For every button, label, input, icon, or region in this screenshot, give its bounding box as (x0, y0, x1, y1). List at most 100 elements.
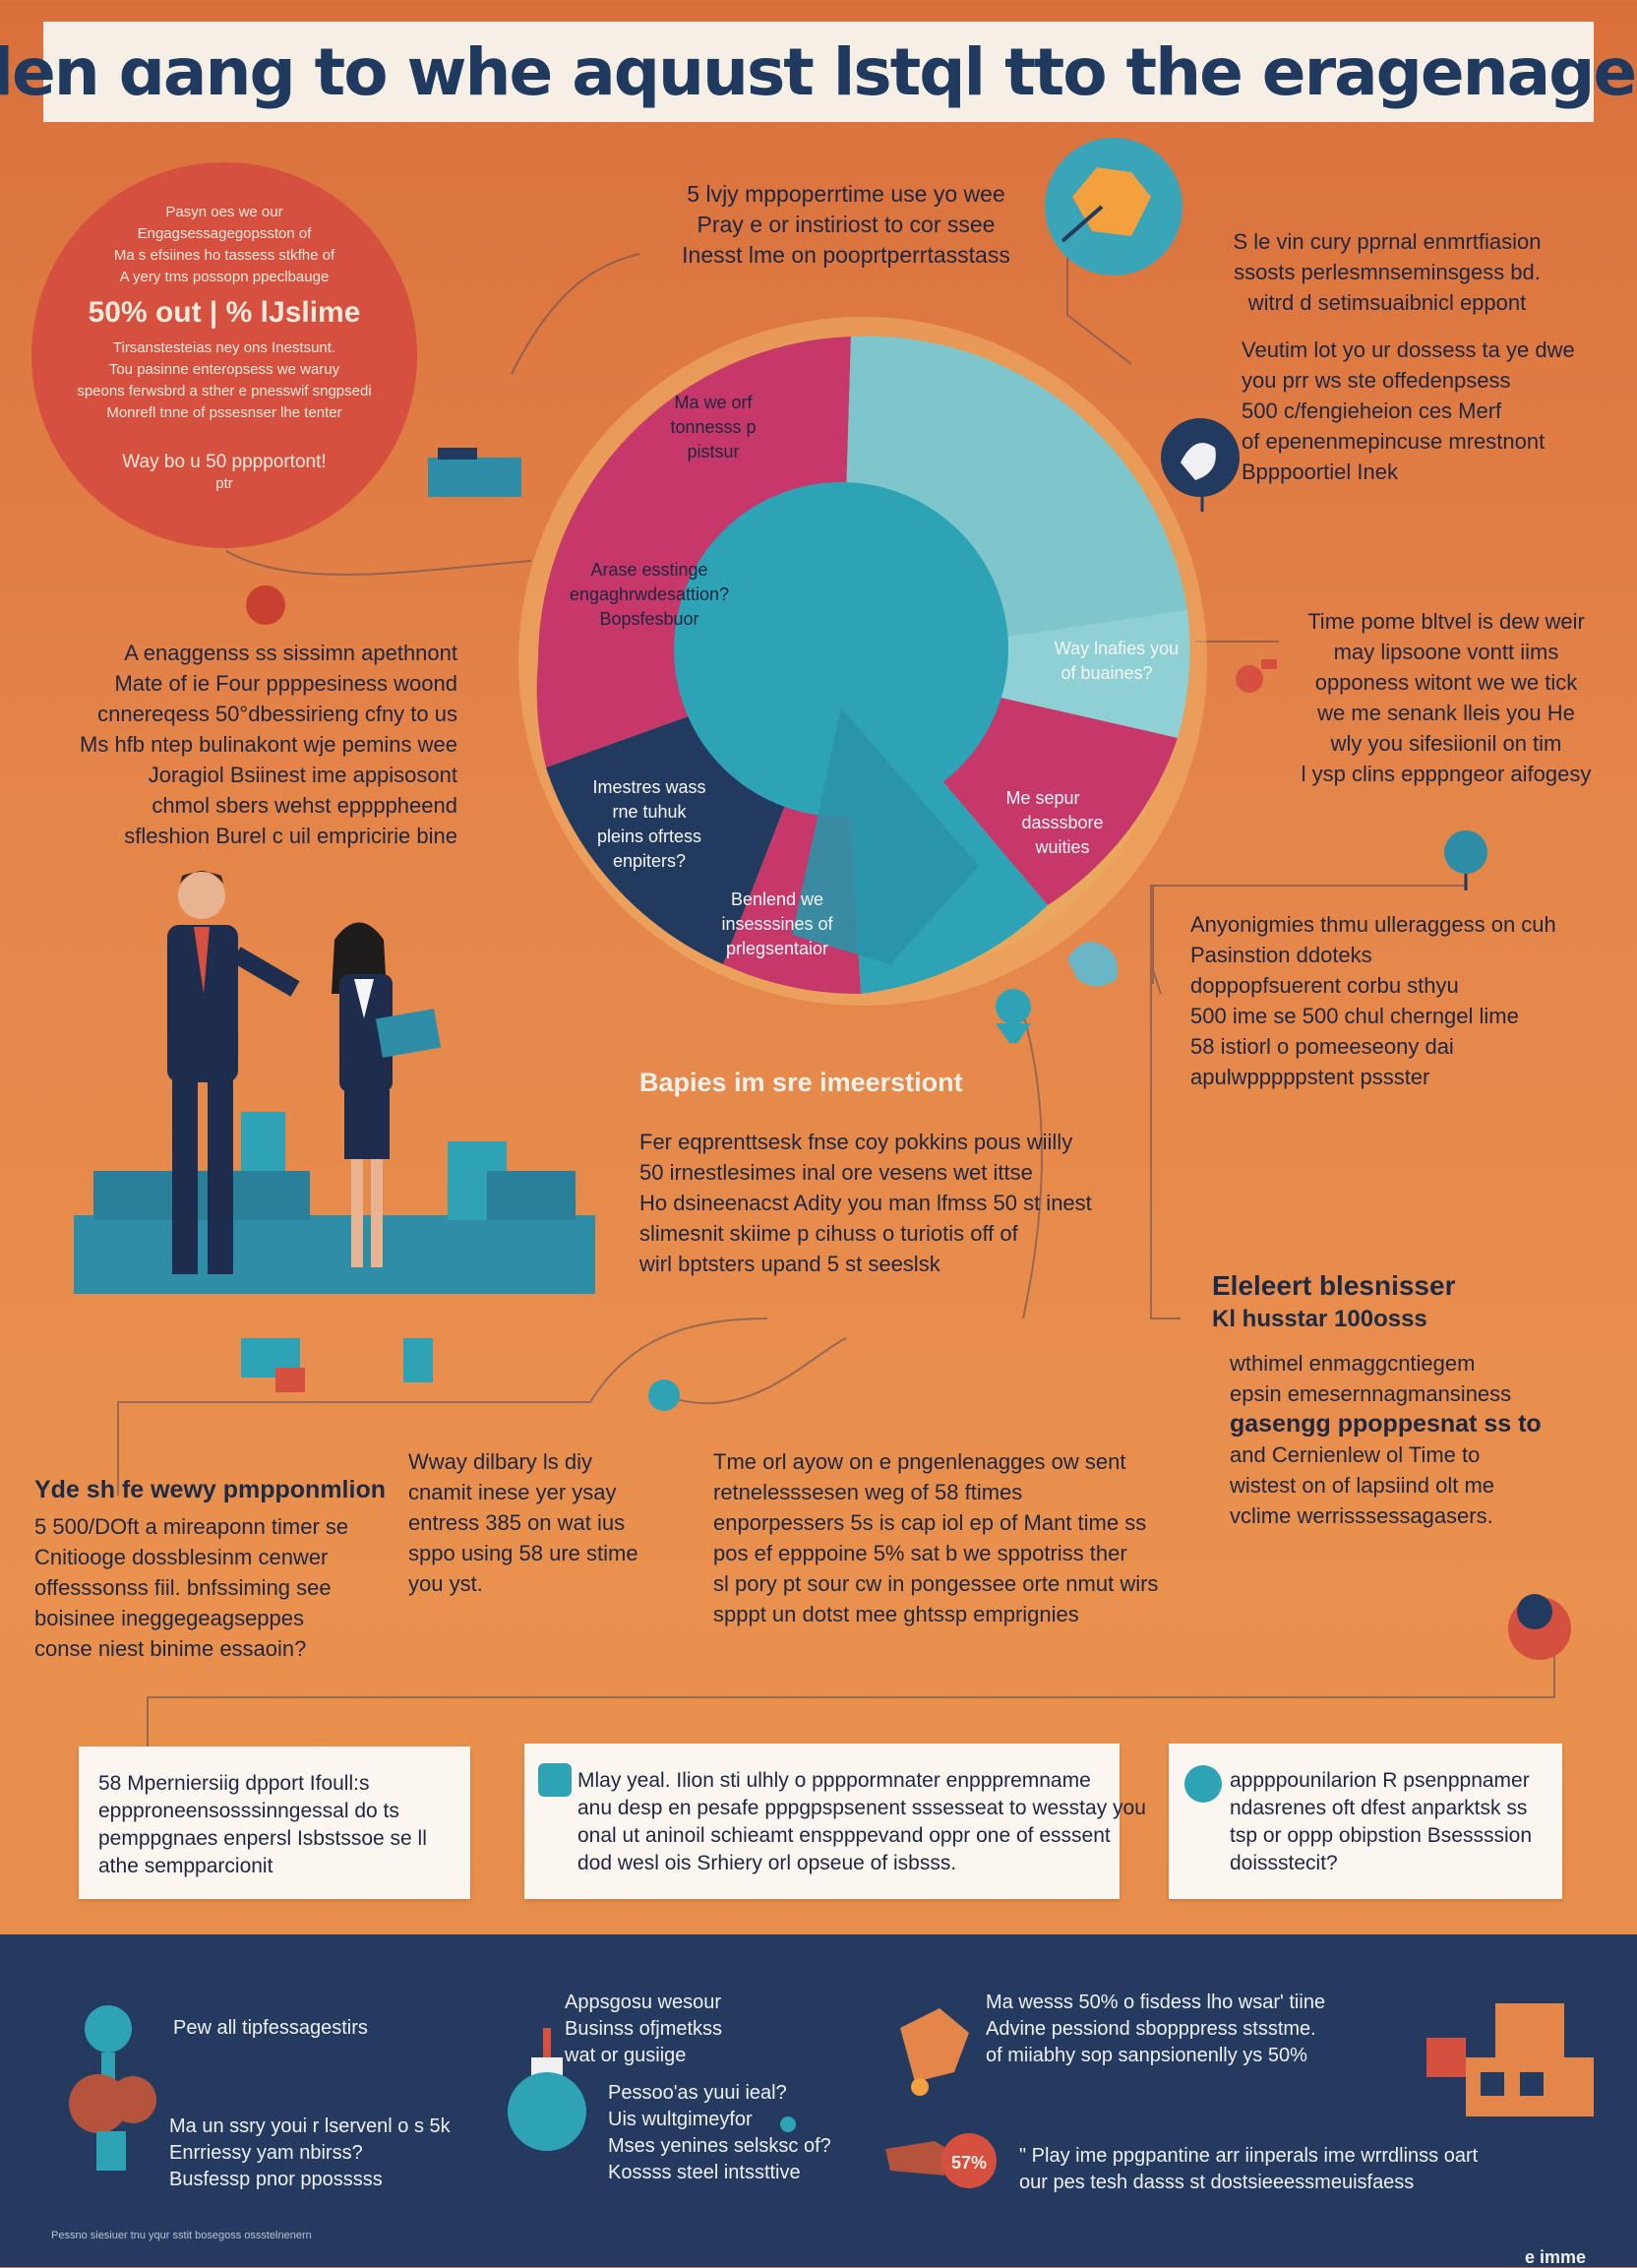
pie-slice (841, 610, 1190, 738)
box-line: dod wesl ois Srhiery orl opseue of isbss… (577, 1852, 957, 1874)
text-line: Wway dilbary ls diy (408, 1449, 593, 1474)
badge-icon: 57% (885, 2133, 997, 2188)
center-heading: Bapies im sre imeerstiont (639, 1068, 963, 1097)
text-line: 50 irnestlesimes inal ore vesens wet itt… (639, 1160, 1033, 1185)
text-line: apulwpppppstent pssster (1190, 1065, 1430, 1089)
box-line: Mlay yeal. Ilion sti ulhly o ppppormnate… (577, 1769, 1091, 1792)
text-line: sppo using 58 ure stime (408, 1541, 638, 1565)
text-line: sfleshion Burel c uil empricirie bine (124, 824, 457, 848)
right-lower-text: Anyonigmies thmu ulleraggess on cuh Pasi… (1190, 909, 1613, 1092)
right-heading: Eleleert blesnisser Kl husstar 100osss (1212, 1269, 1455, 1336)
text-line: Fer eqprenttsesk fnse coy pokkins pous w… (639, 1130, 1073, 1154)
text-line: Anyonigmies thmu ulleraggess on cuh (1190, 912, 1556, 937)
footer-col2-bottom: Pessoo'as yuui ieal? Uis wultgimeyfor Ms… (608, 2080, 831, 2186)
pie-label: Benlend we (731, 889, 823, 909)
pie-label: Arase esstinge (590, 560, 707, 580)
woman-figure (332, 922, 442, 1267)
text-line: offesssonss fiil. bnfssiming see (34, 1575, 332, 1600)
text-line: Time pome bltvel is dew weir (1307, 609, 1585, 634)
box-line: onal ut aninoil schieamt enspppevand opp… (577, 1824, 1111, 1847)
text-line: Ma wesss 50% o fisdess lho wsar' tiine (986, 1992, 1326, 2013)
footer-logo: e imme (1525, 2247, 1587, 2267)
business-people-illustration (74, 871, 595, 1294)
text-line: ssosts perlesmnseminsgess bd. (1234, 260, 1541, 284)
text-line: Enrriessy yam nbirss? (169, 2142, 363, 2164)
pie-wedge (792, 708, 979, 964)
info-bubble-icon (1184, 1765, 1222, 1803)
right-heading-text: wthimel enmaggcntiegem epsin emesernnagm… (1230, 1348, 1604, 1531)
title-banner: Wlen ɑang to whe aquust lstql tto the er… (0, 22, 1637, 122)
text-line: entress 385 on wat ius (408, 1510, 626, 1535)
text-line: Pessoo'as yuui ieal? (608, 2082, 787, 2104)
pie-label: prlegsentaior (726, 939, 828, 958)
stat-circle-line: Tirsanstesteias ney ons Inestsunt. (112, 339, 336, 356)
text-line: Pasinstion ddoteks (1190, 943, 1372, 967)
text-line: 58 istiorl o pomeeseony dai (1190, 1034, 1454, 1059)
text-line: sl pory pt sour cw in pongessee orte nmu… (713, 1571, 1159, 1596)
bottom-left-heading: Yde sh fe wewy pmpponmlion (34, 1476, 386, 1503)
text-line: Busfessp pnor pposssss (169, 2169, 383, 2190)
bottom-left-text: 5 500/DOft a mireaponn timer se Cnitioog… (34, 1511, 389, 1664)
pie-label: dasssbore (1021, 813, 1103, 832)
pie-label: insesssines of (721, 914, 833, 934)
helmet-icon (246, 585, 285, 625)
text-line: opponess witont we we tick (1314, 670, 1578, 695)
text-line: wistest on of lapsiind olt me (1230, 1473, 1495, 1498)
stat-circle-value: 50% out | % lJslime (88, 296, 361, 329)
text-line: Appsgosu wesour (565, 1992, 721, 2013)
bottom-center-text: Tme orl ayow on e pngenlenagges ow sent … (713, 1446, 1166, 1629)
text-line: 5 lvjy mppoperrtime use yo wee (687, 181, 1005, 207)
text-line: Tme orl ayow on e pngenlenagges ow sent (713, 1449, 1126, 1474)
text-line: spppt un dotst mee ghtssp emprignies (713, 1602, 1079, 1626)
text-line: A enaggenss ss sissimn apethnont (124, 641, 457, 665)
bottom-center-left-text: Wway dilbary ls diy cnamit inese yer ysa… (408, 1446, 664, 1599)
text-line: Mses yenines selsksc of? (608, 2135, 831, 2157)
footer-col3-top: Ma wesss 50% o fisdess lho wsar' tiine A… (986, 1990, 1325, 2069)
text-line: boisinee ineggegeagseppes (34, 1606, 305, 1630)
text-line: Bpppoortiel Inek (1242, 460, 1398, 484)
text-line: Kossss steel intssttive (608, 2162, 801, 2183)
text-line: Advine pessiond sbopppress stsstme. (986, 2018, 1316, 2040)
text-line: cnnereqess 50°dbessirieng cfny to us (97, 702, 457, 726)
footer-credit: Pessno siesiuer tnu yqur sstit bosegoss … (51, 2230, 312, 2241)
stat-circle-line: speons ferwsbrd a sther e pnesswif sngps… (77, 383, 372, 399)
pie-label: engaghrwdesattion? (570, 584, 729, 604)
text-line: our pes tesh dasss st dostsieeessmeuisfa… (1019, 2172, 1415, 2193)
text-line: Inesst lme on pooprtperrtasstass (682, 242, 1010, 268)
text-line: vclime werrisssessagasers. (1230, 1503, 1493, 1528)
text-line: 5 500/DOft a mireaponn timer se (34, 1514, 349, 1539)
text-line: and Cernienlew ol Time to (1230, 1442, 1481, 1467)
lamp-icon (1236, 659, 1277, 693)
right-upper-text: Veutim lot yo ur dossess ta ye dwe you p… (1242, 335, 1615, 487)
text-line: Cnitiooge dossblesinm cenwer (34, 1545, 329, 1569)
top-center-text: 5 lvjy mppoperrtime use yo wee Pray e or… (639, 179, 1053, 271)
text-line: epsin emesernnagmansiness (1230, 1381, 1512, 1406)
lamp-icon (508, 2028, 796, 2151)
stat-circle-line: Tou pasinne enteropsess we waruy (108, 361, 340, 378)
pie-label: tonnesss p (670, 417, 756, 437)
text-line: wly you sifesiionil on tim (1330, 731, 1562, 756)
stat-circle-line: Pasyn oes we our (165, 204, 283, 220)
text-line: cnamit inese yer ysay (408, 1480, 617, 1504)
text-line: Ho dsineenacst Adity you man lfmss 50 st… (639, 1191, 1092, 1215)
right-middle-text: Time pome bltvel is dew weir may lipsoon… (1264, 606, 1628, 789)
pie-diagram: Ma we orf tonnesss p pistsur Arase essti… (518, 317, 1207, 1006)
stat-circle-line: Ma s efsiines ho tassess stkfhe of (113, 247, 335, 264)
box-line: tsp or oppp obipstion Bsessssion (1230, 1824, 1533, 1847)
box-line: doissstecit? (1230, 1852, 1338, 1874)
heading-line: Eleleert blesnisser (1212, 1270, 1456, 1301)
top-right-text: S le vin cury pprnal enmrtfiasion ssosts… (1190, 226, 1584, 318)
footer-panel: 57% Pew all tipfessagestirs Ma un ssry y… (0, 1934, 1637, 2267)
footer-col3-bottom: " Play ime ppgpantine arr iinperals ime … (1019, 2143, 1478, 2196)
text-line: pos ef epppoine 5% sat b we sppotriss th… (713, 1541, 1127, 1565)
stat-circle-line: A yery tms possopn ppeclbauge (119, 269, 330, 285)
info-box: 58 Mperniersiig dpport Ifoull:s eppprone… (79, 1747, 470, 1899)
text-line: gasengg ppoppesnat ss to (1230, 1410, 1542, 1438)
box-line: athe sempparcionit (98, 1855, 273, 1877)
text-line: Joragiol Bsiinest ime appisosont (148, 763, 457, 787)
text-line: 500 ime se 500 chul cherngel lime (1190, 1004, 1519, 1028)
info-box: appppounilarion R psenppnamer ndasrenes … (1169, 1744, 1562, 1899)
text-line: l ysp clins epppngeor aifogesy (1301, 762, 1592, 786)
stat-circle-line: Engagsessagegopsston of (137, 225, 312, 242)
pie-center (674, 482, 1008, 817)
